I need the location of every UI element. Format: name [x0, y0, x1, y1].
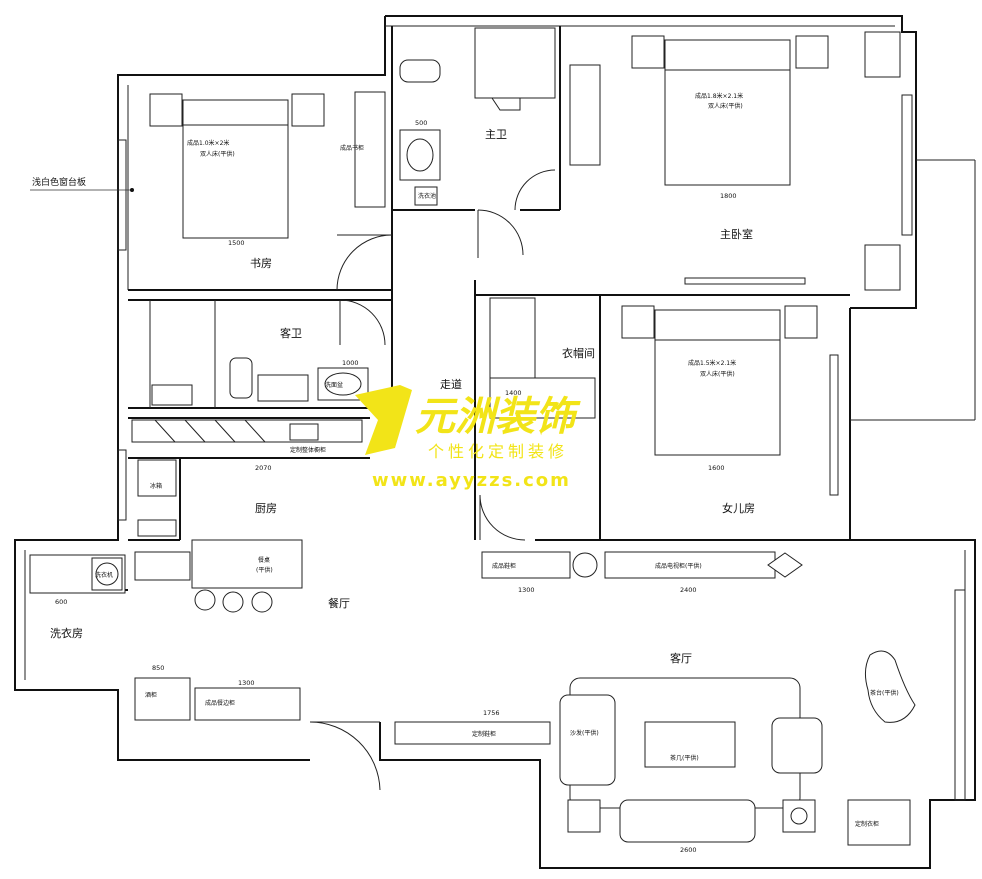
- dim-daughter-bed: 1600: [708, 464, 725, 472]
- tea-table-label: 茶台(平供): [870, 689, 899, 697]
- room-corridor: 走道: [440, 377, 462, 391]
- washing-pool-label: 洗衣池: [418, 192, 436, 200]
- dim-1756: 1756: [483, 709, 500, 717]
- wine-cabinet-label: 酒柜: [145, 691, 157, 699]
- room-living: 客厅: [670, 651, 692, 665]
- room-laundry: 洗衣房: [50, 626, 83, 640]
- master-bed-label: 成品1.8米×2.1米: [695, 92, 743, 100]
- guest-bath-furniture: 洗面盆 1000: [151, 357, 369, 406]
- room-master-bedroom: 主卧室: [720, 227, 753, 241]
- dining-table-label: 餐桌: [258, 556, 270, 564]
- living-furniture: 成品鞋柜 成品电视柜(平供) 定制鞋柜 沙发(平供) 茶几(平供) 茶台(平供)…: [394, 551, 916, 854]
- washer-label: 洗衣机: [95, 571, 113, 579]
- kitchen-cabinet-label: 定制整体橱柜: [290, 446, 326, 454]
- watermark-brand: 元洲装饰: [415, 394, 581, 440]
- sideboard-label: 成品餐边柜: [205, 699, 235, 707]
- watermark-logo-icon: [355, 385, 412, 455]
- room-daughter: 女儿房: [722, 501, 755, 515]
- master-bed-sub: 双人床(平供): [708, 102, 743, 110]
- study-bed-sub: 双人床(平供): [200, 150, 235, 158]
- study-furniture: 成品1.0米×2米 双人床(平供) 成品书柜 1500: [149, 91, 386, 247]
- cloakroom-furniture: 1400: [489, 297, 596, 419]
- room-cloakroom: 衣帽间: [562, 346, 595, 360]
- master-bedroom-furniture: 成品1.8米×2.1米 双人床(平供) 1800: [569, 31, 901, 291]
- window-note-label: 浅白色窗台板: [32, 176, 86, 188]
- dim-study-bed: 1500: [228, 239, 245, 247]
- outer-walls: [14, 15, 976, 869]
- basin-label: 洗面盆: [325, 381, 343, 389]
- entry-cabinet-label: 定制鞋柜: [472, 730, 496, 738]
- daughter-bed-label: 成品1.5米×2.1米: [688, 359, 736, 367]
- daughter-bed-sub: 双人床(平供): [700, 370, 735, 378]
- dim-600-laundry: 600: [55, 598, 67, 606]
- fridge-label: 冰箱: [150, 482, 162, 490]
- daughter-room-furniture: 成品1.5米×2.1米 双人床(平供) 1600: [621, 305, 818, 472]
- room-guest-bath: 客卫: [280, 326, 302, 340]
- dryer-cabinet-label: 定制衣柜: [855, 820, 879, 828]
- dining-table-sub: (平供): [256, 566, 273, 574]
- master-bath-furniture: 洗衣池 500: [399, 27, 556, 206]
- dim-2400: 2400: [680, 586, 697, 594]
- watermark-url: www.ayyzzs.com: [372, 470, 571, 491]
- dim-500-bath: 500: [415, 119, 427, 127]
- room-dining: 餐厅: [328, 596, 350, 610]
- room-labels: 主卫 主卧室 书房 客卫 走道 衣帽间 女儿房 厨房 餐厅 洗衣房 客厅: [50, 128, 755, 665]
- coffee-table-label: 茶几(平供): [670, 754, 699, 762]
- dim-1300-living: 1300: [518, 586, 535, 594]
- window-note: 浅白色窗台板: [30, 176, 134, 192]
- watermark: 元洲装饰 个性化定制装修 www.ayyzzs.com: [355, 385, 581, 491]
- shoe-cabinet-label: 成品鞋柜: [492, 562, 516, 570]
- laundry-furniture: 洗衣机 600: [29, 554, 126, 606]
- tv-cabinet-label: 成品电视柜(平供): [655, 562, 702, 570]
- dim-2070: 2070: [255, 464, 272, 472]
- dim-850: 850: [152, 664, 164, 672]
- room-master-bath: 主卫: [485, 128, 507, 141]
- watermark-slogan: 个性化定制装修: [428, 442, 568, 461]
- kitchen-furniture: 定制整体橱柜 2070 冰箱: [131, 419, 363, 537]
- dining-furniture: 餐桌 (平供) 酒柜 成品餐边柜 850 1300: [134, 539, 303, 721]
- dim-master-bed: 1800: [720, 192, 737, 200]
- study-bookcase-label: 成品书柜: [340, 144, 364, 152]
- dim-2600: 2600: [680, 846, 697, 854]
- doors: [309, 169, 556, 791]
- room-kitchen: 厨房: [255, 502, 277, 515]
- windows: [117, 94, 976, 801]
- dim-1400: 1400: [505, 389, 522, 397]
- room-study: 书房: [250, 257, 272, 270]
- inner-walls: [118, 26, 850, 591]
- dim-1000-bath: 1000: [342, 359, 359, 367]
- study-bed-label: 成品1.0米×2米: [187, 139, 229, 147]
- sofa-label: 沙发(平供): [570, 729, 599, 737]
- dim-1300-dining: 1300: [238, 679, 255, 687]
